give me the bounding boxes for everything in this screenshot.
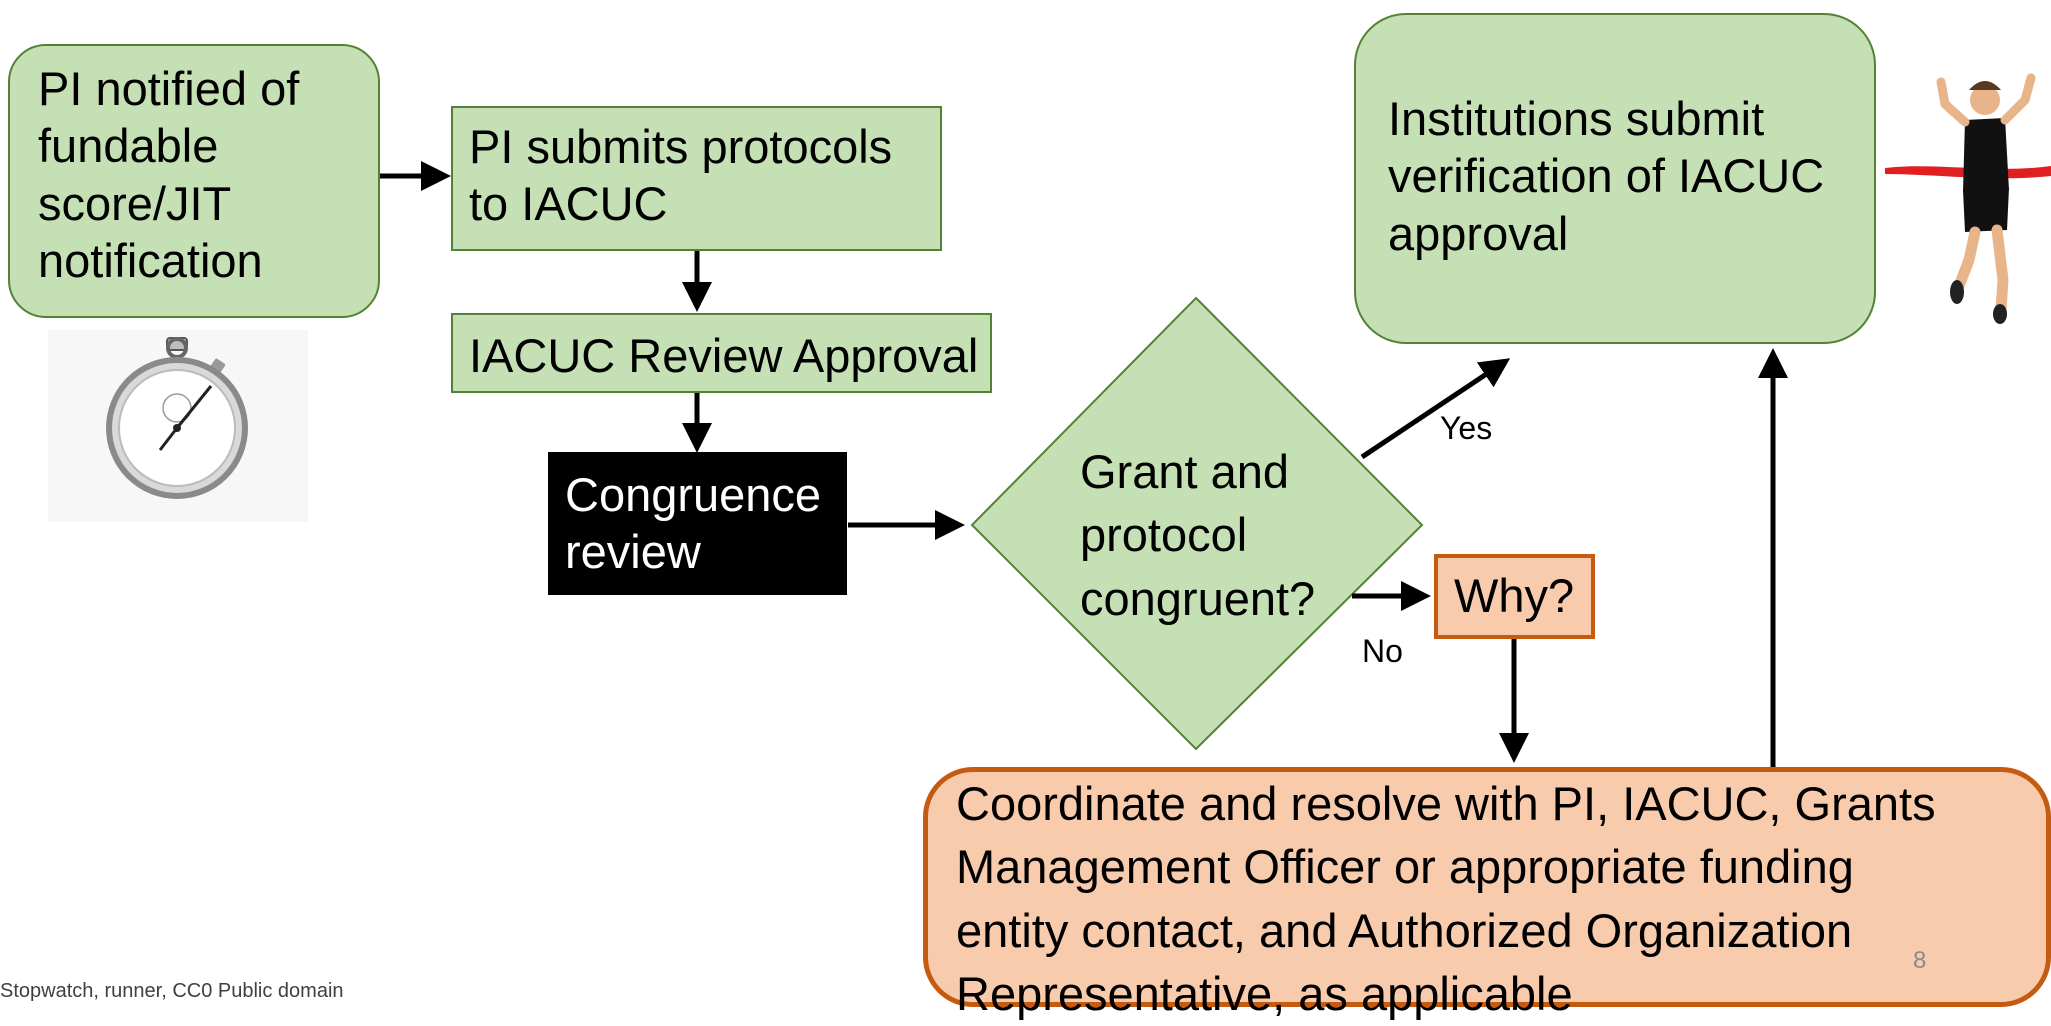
label-no: No — [1362, 633, 1403, 669]
node-pi-notified: PI notified of fundable score/JIT notifi… — [8, 44, 380, 318]
connector-arrows — [380, 161, 1788, 767]
node-decision: Grant and protocol congruent? — [1080, 440, 1340, 630]
label-yes: Yes — [1440, 410, 1493, 446]
node-why-text: Why? — [1454, 569, 1575, 622]
node-pi-submits: PI submits protocols to IACUC — [451, 106, 942, 251]
arrow-yes — [1360, 358, 1511, 460]
node-institutions-submit-text: Institutions submit verification of IACU… — [1388, 92, 1825, 260]
runner-icon — [1885, 70, 2051, 326]
node-decision-text: Grant and protocol congruent? — [1080, 445, 1316, 625]
node-coordinate: Coordinate and resolve with PI, IACUC, G… — [923, 767, 2051, 1020]
node-pi-notified-text: PI notified of fundable score/JIT notifi… — [38, 62, 300, 287]
node-pi-submits-text: PI submits protocols to IACUC — [469, 120, 893, 231]
stopwatch-icon — [48, 330, 308, 522]
image-credit: Stopwatch, runner, CC0 Public domain — [0, 980, 344, 1002]
node-congruence-review-text: Congruence review — [565, 468, 822, 579]
node-congruence-review: Congruence review — [548, 452, 847, 595]
node-why: Why? — [1434, 554, 1595, 639]
decision-diamond — [970, 296, 1424, 751]
page-number: 8 — [1913, 947, 1927, 974]
node-institutions-submit: Institutions submit verification of IACU… — [1354, 13, 1876, 344]
node-iacuc-review-text: IACUC Review Approval — [469, 329, 979, 382]
node-coordinate-text: Coordinate and resolve with PI, IACUC, G… — [956, 777, 1936, 1021]
node-iacuc-review: IACUC Review Approval — [451, 313, 992, 393]
